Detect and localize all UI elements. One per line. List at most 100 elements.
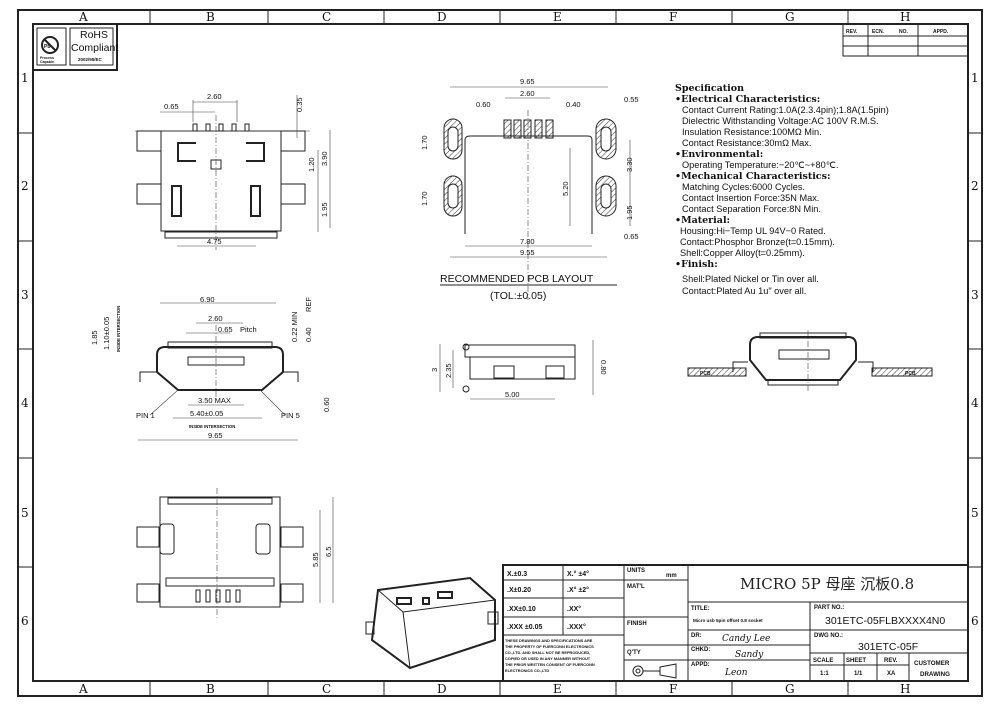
svg-text:Capable: Capable xyxy=(40,60,54,64)
dim-label: 0.65 xyxy=(218,325,233,334)
grid-col-a: A xyxy=(78,10,88,24)
grid-row-2: 2 xyxy=(971,179,979,193)
svg-text:THE PRIOR WRITTEN CONSENT OF F: THE PRIOR WRITTEN CONSENT OF FUERCONN xyxy=(505,662,595,667)
svg-text:CO.,LTD. AND SHALL NOT BE REPR: CO.,LTD. AND SHALL NOT BE REPRODUCED, xyxy=(505,650,590,655)
dim-label: 6.5 xyxy=(324,547,333,557)
spec-line: Matching Cycles:6000 Cycles. xyxy=(682,182,805,192)
chkd-label: CHKD: xyxy=(691,647,710,653)
pcb-layout-title: RECOMMENDED PCB LAYOUT xyxy=(440,273,594,285)
spec-heading: •Material: xyxy=(675,215,730,226)
drawing-title: Micro usb 5pin offset 0.8 socket xyxy=(693,618,763,623)
dim-label: 5.20 xyxy=(561,181,570,196)
column-labels-bottom: A B C D E F G H xyxy=(78,682,910,696)
scale-value: 1:1 xyxy=(820,671,829,677)
dwg-no: 301ETC-05F xyxy=(858,641,918,653)
spec-heading: •Finish: xyxy=(675,259,718,270)
dim-label: 0.65 xyxy=(164,102,179,111)
dim-label: 1.95 xyxy=(625,205,634,220)
appd-label: APPD: xyxy=(691,662,710,668)
spec-line: Contact Insertion Force:35N Max. xyxy=(682,193,819,203)
svg-text:THESE DRAWINGS AND SPECIFICATI: THESE DRAWINGS AND SPECIFICATIONS ARE xyxy=(505,638,593,643)
dim-label: INSIDE INTERSECTION xyxy=(189,424,235,429)
grid-row-1: 1 xyxy=(971,71,979,85)
tolerance-value: .XXX ±0.05 xyxy=(507,624,542,631)
grid-row-5: 5 xyxy=(971,506,979,520)
dim-label: 1.85 xyxy=(90,330,99,345)
svg-text:NO.: NO. xyxy=(899,29,909,35)
svg-text:ELECTRONICS CO.,LTD: ELECTRONICS CO.,LTD xyxy=(505,668,549,673)
tolerance-value: .X±0.20 xyxy=(507,587,531,594)
grid-col-f: F xyxy=(669,10,677,24)
dim-label: 1.20 xyxy=(307,157,316,172)
grid-col-e: E xyxy=(553,10,562,24)
dim-label: 3.30 xyxy=(625,157,634,172)
grid-col-b: B xyxy=(206,682,215,696)
grid-col-d: D xyxy=(437,10,447,24)
dim-label: 0.55 xyxy=(624,95,639,104)
spec-line: Contact:Plated Au 1u" over all. xyxy=(682,286,806,296)
dim-label: 2.60 xyxy=(207,92,222,101)
pcb-label: PCB xyxy=(905,371,916,377)
tolerance-value: X.±0.3 xyxy=(507,571,527,578)
rohs-title: RoHS xyxy=(80,29,108,41)
scale-label: SCALE xyxy=(813,658,833,664)
title-block: X.±0.3 X.° ±4° .X±0.20 .X° ±2° .XX±0.10 … xyxy=(502,564,969,682)
tolerance-value: .X° ±2° xyxy=(567,586,589,594)
spec-line: Contact:Phosphor Bronze(t=0.15mm). xyxy=(680,237,835,247)
grid-row-6: 6 xyxy=(21,614,29,628)
drawing-frame: A B C D E F G H A B C D E F G H 1 2 3 4 … xyxy=(17,9,983,697)
dim-label: 0.60 xyxy=(322,397,331,412)
customer-drawing: CUSTOMER xyxy=(914,660,950,667)
svg-text:THE PROPERTY OF FUERCONN ELECT: THE PROPERTY OF FUERCONN ELECTRONICS xyxy=(505,644,594,649)
dim-label: 0.35 xyxy=(295,97,304,112)
units-label: UNITS xyxy=(627,568,645,574)
grid-row-3: 3 xyxy=(971,288,979,302)
tolerance-value: .XXX° xyxy=(567,623,586,631)
row-labels-left: 1 2 3 4 5 6 xyxy=(21,71,29,628)
pcb-label: PCB xyxy=(700,371,711,377)
grid-row-5: 5 xyxy=(21,506,29,520)
grid-col-e: E xyxy=(553,682,562,696)
spec-title: Specification xyxy=(675,83,744,94)
side-view: 3 2.35 5.00 0.80 xyxy=(430,340,608,400)
revision-block: REV. ECN. NO. APPD. xyxy=(842,23,969,57)
rohs-directive: 2002/95/EC xyxy=(78,57,103,62)
spec-line: Shell:Plated Nickel or Tin over all. xyxy=(682,274,819,284)
bottom-view: 5.85 6.5 xyxy=(136,488,334,618)
grid-row-1: 1 xyxy=(21,71,29,85)
chkd-signature: Sandy xyxy=(735,650,764,660)
finish-label: FINISH xyxy=(627,621,647,627)
svg-text:ECN.: ECN. xyxy=(872,29,885,35)
dim-label: 1.95 xyxy=(320,202,329,217)
grid-row-2: 2 xyxy=(21,179,29,193)
grid-col-g: G xyxy=(785,682,795,696)
dim-label: 7.80 xyxy=(520,237,535,246)
dim-label: 9.65 xyxy=(208,431,223,440)
dim-label: 1.70 xyxy=(420,135,429,150)
dim-label: 0.60 xyxy=(476,100,491,109)
svg-text:COPIED OR USED IN ANY MANNER W: COPIED OR USED IN ANY MANNER WITHOUT xyxy=(505,656,591,661)
grid-col-h: H xyxy=(900,682,910,696)
spec-line: Contact Resistance:30mΩ Max. xyxy=(682,138,811,148)
specification: Specification •Electrical Characteristic… xyxy=(675,83,889,296)
dim-label: 2.35 xyxy=(444,363,453,378)
svg-text:APPD.: APPD. xyxy=(933,29,949,35)
grid-col-f: F xyxy=(669,682,677,696)
svg-text:Pb: Pb xyxy=(44,44,50,50)
product-name: MICRO 5P 母座 沉板0.8 xyxy=(740,575,914,593)
tolerance-value: .XX±0.10 xyxy=(507,606,536,613)
spec-line: Operating Temperature:−20℃~+80℃. xyxy=(682,160,839,170)
grid-col-a: A xyxy=(78,682,88,696)
spec-line: Shell:Copper Alloy(t=0.25mm). xyxy=(680,248,805,258)
grid-col-h: H xyxy=(900,10,910,24)
part-no: 301ETC-05FLBXXXX4N0 xyxy=(825,615,945,627)
matl-label: MAT'L xyxy=(627,584,645,590)
grid-col-c: C xyxy=(322,682,331,696)
row-labels-right: 1 2 3 4 5 6 xyxy=(971,71,979,628)
grid-col-d: D xyxy=(437,682,447,696)
spec-heading: •Environmental: xyxy=(675,149,763,160)
dim-label: 0.40 xyxy=(566,100,581,109)
grid-col-g: G xyxy=(785,10,795,24)
grid-col-c: C xyxy=(322,10,331,24)
